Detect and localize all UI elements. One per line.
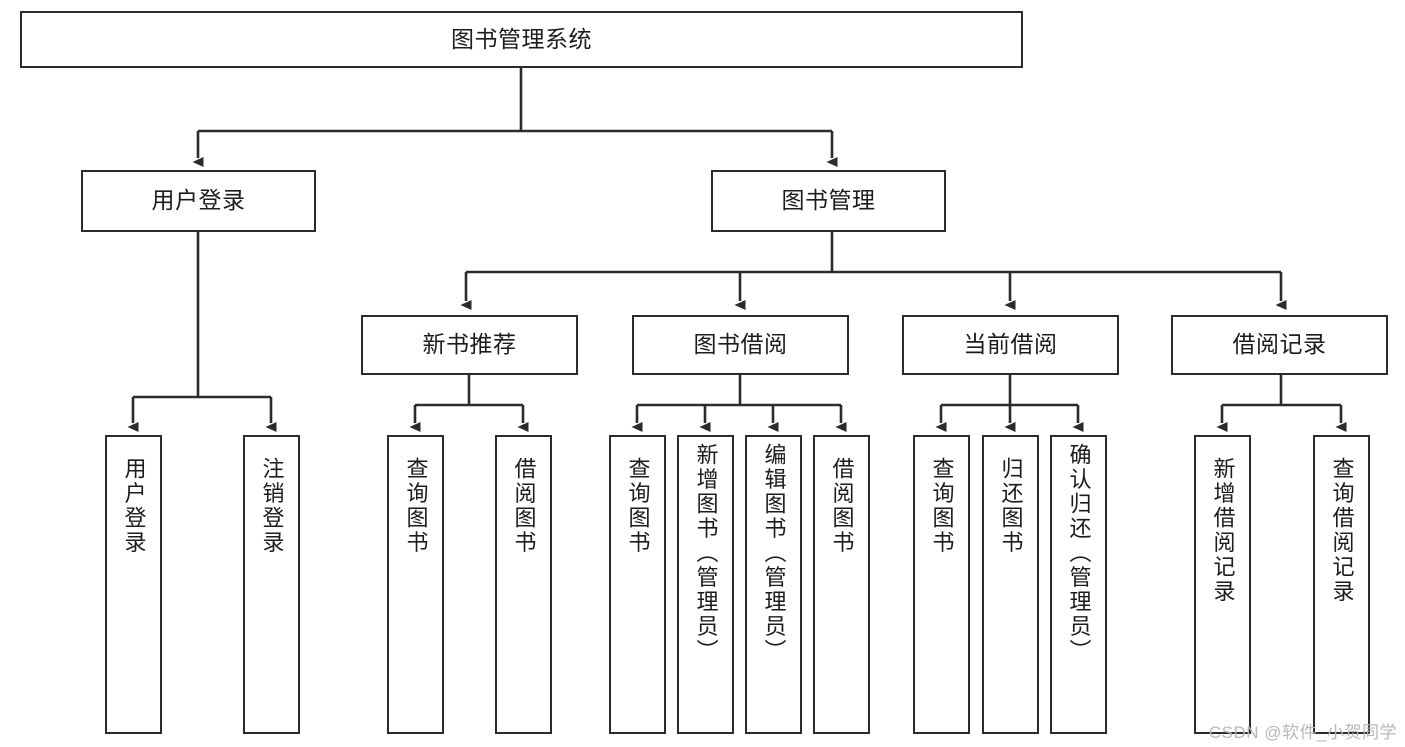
node-label: 确认归还（管理员） [1066, 443, 1092, 664]
leaf-new-book-query[interactable]: 查询图书 [387, 435, 444, 734]
node-label: 图书管理 [781, 187, 876, 214]
node-new-book-recommend[interactable]: 新书推荐 [361, 315, 578, 375]
node-label: 用户登录 [151, 187, 246, 214]
node-label: 查询图书 [625, 457, 651, 555]
node-label: 当前借阅 [963, 331, 1058, 358]
leaf-borrow-edit-book-admin[interactable]: 编辑图书（管理员） [745, 435, 802, 734]
leaf-current-confirm-return-admin[interactable]: 确认归还（管理员） [1050, 435, 1107, 734]
node-label: 查询图书 [929, 457, 955, 555]
node-label: 新增借阅记录 [1210, 457, 1236, 604]
node-user-login[interactable]: 用户登录 [81, 170, 316, 232]
leaf-user-login-logout[interactable]: 注销登录 [243, 435, 300, 734]
node-label: 新书推荐 [422, 331, 517, 358]
csdn-watermark: CSDN @软件_小贺同学 [1208, 723, 1397, 742]
leaf-borrow-add-book-admin[interactable]: 新增图书（管理员） [677, 435, 734, 734]
node-label: 借阅记录 [1232, 331, 1327, 358]
node-label: 图书借阅 [693, 331, 788, 358]
node-label: 用户登录 [121, 457, 147, 555]
leaf-borrow-query-book[interactable]: 查询图书 [609, 435, 666, 734]
node-label: 图书管理系统 [451, 25, 592, 52]
leaf-current-query-book[interactable]: 查询图书 [913, 435, 970, 734]
node-current-borrow[interactable]: 当前借阅 [902, 315, 1119, 375]
node-label: 借阅图书 [829, 457, 855, 555]
node-label: 查询图书 [403, 457, 429, 555]
node-label: 归还图书 [998, 457, 1024, 555]
leaf-user-login-login[interactable]: 用户登录 [105, 435, 162, 734]
leaf-new-book-borrow[interactable]: 借阅图书 [495, 435, 552, 734]
node-book-management[interactable]: 图书管理 [711, 170, 946, 232]
leaf-current-return-book[interactable]: 归还图书 [982, 435, 1039, 734]
node-label: 编辑图书（管理员） [761, 443, 787, 664]
node-label: 查询借阅记录 [1329, 457, 1355, 604]
leaf-record-add-record[interactable]: 新增借阅记录 [1194, 435, 1251, 734]
leaf-borrow-borrow-book[interactable]: 借阅图书 [813, 435, 870, 734]
node-label: 新增图书（管理员） [693, 443, 719, 664]
node-book-borrow[interactable]: 图书借阅 [632, 315, 849, 375]
node-label: 注销登录 [259, 457, 285, 555]
node-label: 借阅图书 [511, 457, 537, 555]
node-root-system[interactable]: 图书管理系统 [20, 11, 1023, 68]
node-borrow-record[interactable]: 借阅记录 [1171, 315, 1388, 375]
leaf-record-query-record[interactable]: 查询借阅记录 [1313, 435, 1370, 734]
